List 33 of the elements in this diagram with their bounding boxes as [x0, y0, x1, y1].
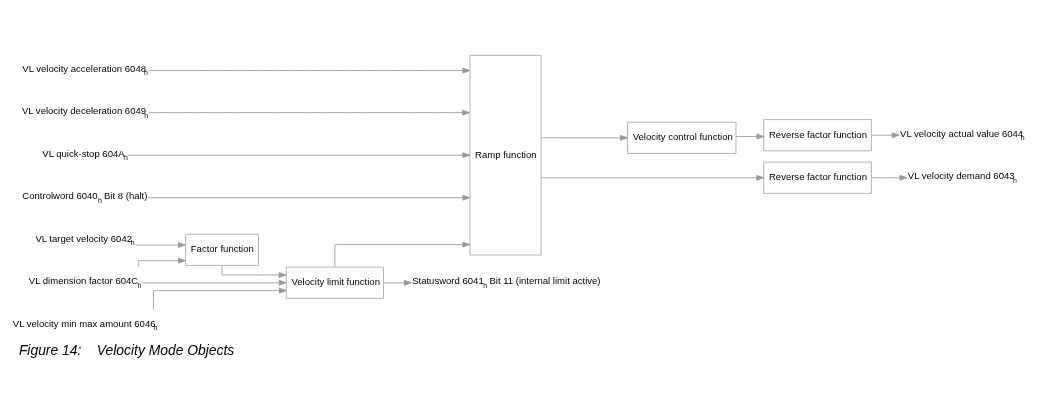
arrow [147, 194, 471, 201]
node-text: VL target velocity 6042$_{h}$ [35, 232, 135, 246]
arrow [141, 279, 287, 286]
node-text: VL quick-stop 604A$_{h}$ [42, 147, 128, 161]
caption: Figure 14: Velocity Mode Objects [18, 341, 235, 358]
arrow [383, 279, 412, 286]
arrow [135, 241, 186, 248]
node-box: Reverse factor function [763, 118, 872, 151]
arrow [221, 264, 287, 278]
node-text: Statusword 6041$_{h}$ Bit 11 (internal limit active) [412, 274, 601, 289]
node-box: Ramp function [469, 54, 542, 255]
arrow [127, 151, 471, 158]
node-text: VL velocity demand 6043$_{h}$ [907, 169, 1017, 184]
node-text: VL velocity min max amount 6046$_{h}$ [12, 317, 158, 331]
arrow [334, 241, 471, 267]
node-text: Controlword 6040$_{h}$ Bit 8 (halt) [22, 189, 148, 204]
node-text: VL dimension factor 604C$_{h}$ [28, 274, 142, 289]
node-box: Factor function [185, 233, 259, 266]
arrow [735, 133, 765, 139]
node-text: VL velocity acceleration 6048$_{h}$ [22, 62, 148, 76]
arrow [871, 131, 900, 138]
node-text: VL velocity deceleration 6049$_{h}$ [21, 104, 149, 119]
node-box: Reverse factor function [763, 161, 872, 194]
node-box: Velocity limit function [285, 266, 384, 299]
arrow [540, 134, 628, 141]
node-box: Velocity control function [627, 121, 737, 154]
arrow [138, 257, 186, 267]
node-text: VL velocity actual value 6044$_{h}$ [900, 127, 1025, 141]
arrow [871, 174, 908, 181]
arrow [148, 109, 471, 115]
arrow [147, 67, 471, 73]
arrow [540, 174, 765, 181]
arrow [153, 287, 287, 310]
